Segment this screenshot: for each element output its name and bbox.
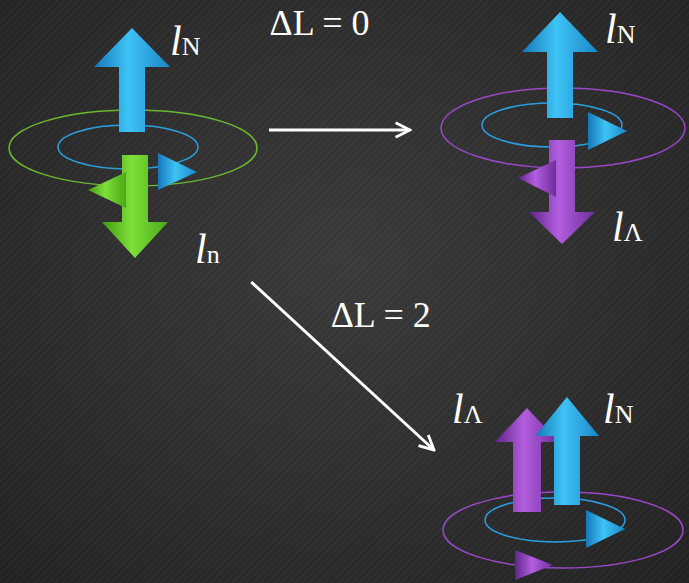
momentum-label: lΛ (452, 386, 483, 432)
momentum-label: lN (603, 386, 633, 432)
angular-momentum-illustration (432, 4, 687, 256)
momentum-label: lN (170, 18, 200, 64)
momentum-label: lΛ (612, 204, 643, 250)
spin-configuration: lN lΛ (432, 4, 687, 256)
spin-configuration: lΛ lN (438, 385, 687, 582)
transition-arrow (269, 129, 410, 132)
angular-momentum-illustration (5, 8, 267, 280)
momentum-label: lN (605, 6, 635, 52)
transition-label: ΔL = 0 (270, 4, 370, 44)
spin-configuration: lN ln (5, 8, 267, 280)
momentum-label: ln (195, 226, 220, 272)
transition-label: ΔL = 2 (331, 296, 431, 336)
transition-arrow (251, 282, 434, 450)
